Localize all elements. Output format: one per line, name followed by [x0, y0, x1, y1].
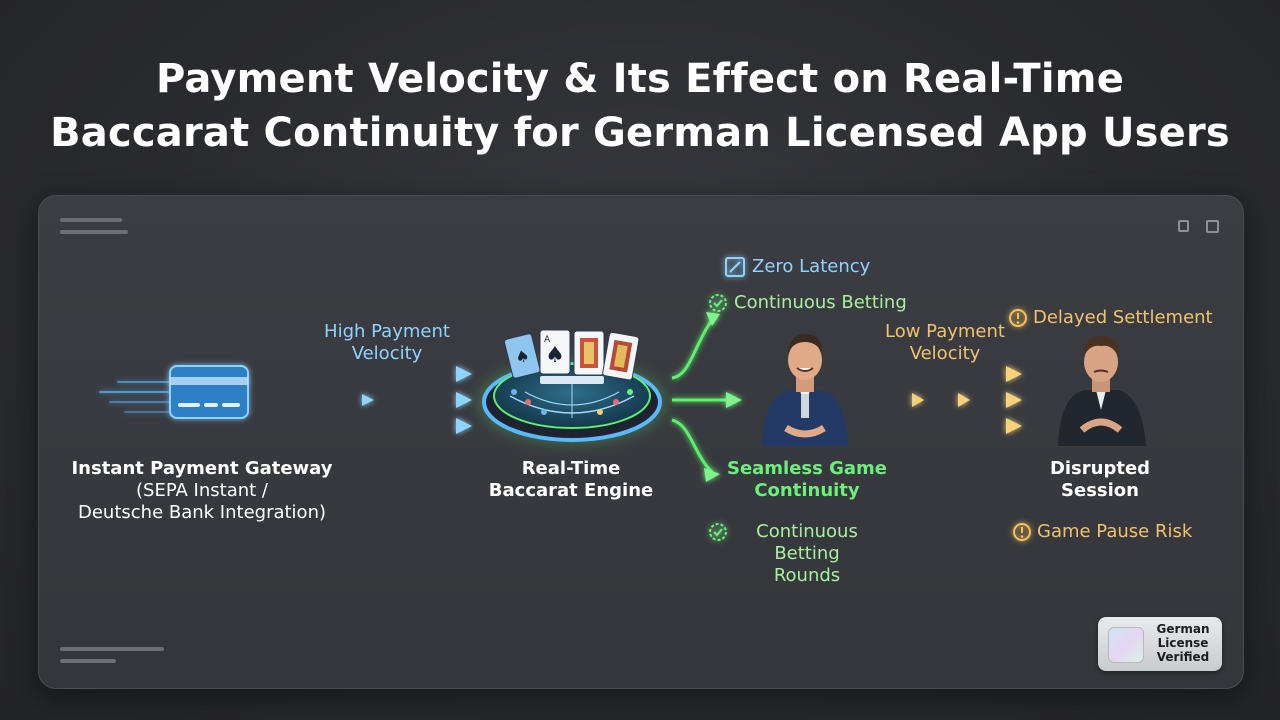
zero-latency-label: Zero Latency	[752, 256, 870, 278]
badge-line-3: Verified	[1156, 650, 1210, 664]
high-velocity-line-2: Velocity	[351, 343, 423, 364]
svg-text:♠: ♠	[545, 343, 565, 368]
playing-cards-icon: ♠ ♠ A	[503, 329, 640, 381]
panel-header-bar	[60, 218, 122, 222]
game-pause-warning-icon	[1013, 523, 1031, 541]
baccarat-table-icon	[480, 362, 664, 442]
arrowheads-blue	[362, 366, 472, 434]
disrupted-line-1: Disrupted	[1049, 458, 1151, 479]
license-seal-icon	[1108, 627, 1144, 663]
high-velocity-line-1: High Payment	[324, 321, 450, 342]
continuous-betting-text: Continuous Betting	[734, 292, 907, 313]
continuous-rounds-label: Continuous Betting Rounds	[728, 521, 886, 587]
high-velocity-label: High Payment Velocity	[312, 321, 462, 365]
german-license-badge: German License Verified	[1098, 617, 1222, 671]
delayed-settlement-label: Delayed Settlement	[1033, 307, 1213, 329]
game-pause-risk-label: Game Pause Risk	[1037, 521, 1192, 543]
businessman-avatar-happy	[762, 334, 848, 446]
gateway-label: Instant Payment Gateway (SEPA Instant / …	[60, 458, 344, 524]
panel-footer-bar	[60, 647, 164, 651]
green-branch-arrows	[671, 319, 728, 474]
panel-footer-bar	[60, 659, 116, 663]
delayed-settlement-warning-icon	[1009, 309, 1027, 327]
businessman-avatar-worried	[1058, 336, 1146, 446]
svg-text:♠: ♠	[513, 346, 532, 368]
seamless-continuity-label: Seamless Game Continuity	[712, 458, 902, 502]
disrupted-session-label: Disrupted Session	[1030, 458, 1170, 502]
engine-label: Real-Time Baccarat Engine	[476, 458, 666, 502]
low-velocity-arrows	[862, 372, 1008, 428]
arrowheads-gold	[912, 366, 1022, 434]
low-velocity-line-2: Velocity	[909, 343, 981, 364]
gateway-detail-1: (SEPA Instant /	[136, 480, 268, 501]
low-velocity-line-1: Low Payment	[885, 321, 1005, 342]
title-line-2: Baccarat Continuity for German Licensed …	[50, 110, 1230, 156]
continuity-line-1: Seamless Game	[726, 458, 888, 479]
zero-latency-icon	[725, 257, 745, 277]
badge-text: German License Verified	[1148, 622, 1218, 664]
minimize-icon[interactable]	[1178, 220, 1189, 232]
low-velocity-label: Low Payment Velocity	[872, 321, 1018, 365]
continuous-betting-icon	[709, 294, 727, 312]
credit-card-icon	[169, 365, 249, 419]
continuous-rounds-icon	[709, 523, 727, 541]
engine-line-2: Baccarat Engine	[488, 480, 654, 501]
diagram-panel	[38, 195, 1244, 689]
zero-latency-text: Zero Latency	[752, 256, 871, 277]
badge-line-2: License	[1157, 636, 1209, 650]
maximize-icon[interactable]	[1206, 220, 1219, 233]
continuous-betting-label: Continuous Betting	[734, 292, 907, 314]
page-title: Payment Velocity & Its Effect on Real-Ti…	[0, 52, 1280, 160]
rounds-line-2: Rounds	[773, 565, 841, 586]
arrowheads-green	[704, 312, 742, 482]
gateway-name: Instant Payment Gateway	[71, 458, 333, 479]
game-pause-risk-text: Game Pause Risk	[1037, 521, 1193, 542]
delayed-settlement-text: Delayed Settlement	[1033, 307, 1213, 328]
engine-line-1: Real-Time	[521, 458, 621, 479]
disrupted-line-2: Session	[1061, 480, 1139, 501]
panel-header-bar	[60, 230, 128, 234]
gateway-detail-2: Deutsche Bank Integration)	[77, 502, 327, 523]
badge-line-1: German	[1156, 622, 1210, 636]
title-line-1: Payment Velocity & Its Effect on Real-Ti…	[155, 56, 1125, 102]
rounds-line-1: Continuous Betting	[756, 521, 858, 564]
speed-lines	[99, 381, 171, 413]
continuity-line-2: Continuity	[754, 480, 860, 501]
svg-text:A: A	[544, 335, 551, 345]
